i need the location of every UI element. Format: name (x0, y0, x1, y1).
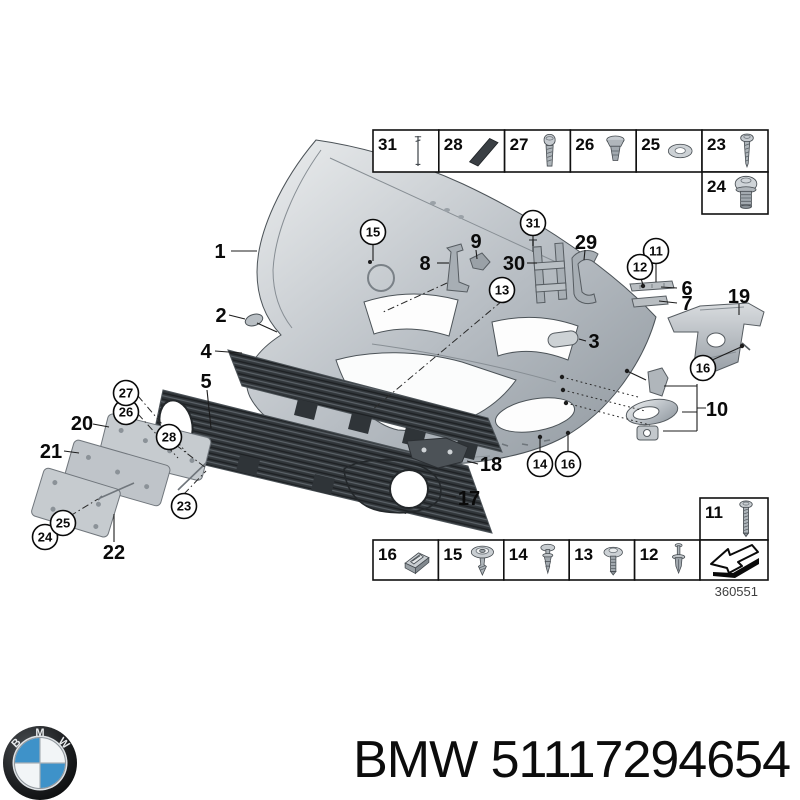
footer: BMW BMW 51117294654 (3, 726, 791, 800)
callout-22: 22 (103, 542, 125, 564)
svg-text:24: 24 (38, 530, 53, 545)
callout-13-circled: 13 (488, 276, 516, 304)
fog-trim-group-10 (625, 367, 679, 441)
kidney-opening-left (363, 293, 459, 337)
upper-grille (227, 349, 503, 460)
callout-10: 10 (706, 399, 728, 421)
table-cell-number: 14 (509, 545, 528, 564)
callout-24-circled: 24 (31, 523, 59, 551)
svg-text:31: 31 (526, 216, 540, 231)
logo-letter: M (35, 727, 44, 739)
callout-7: 7 (681, 293, 692, 315)
callout-20: 20 (71, 413, 93, 435)
callout-6: 6 (681, 278, 692, 300)
callout-8: 8 (419, 253, 430, 275)
callout-12-circled: 12 (626, 253, 654, 281)
table-cell-number: 27 (510, 135, 529, 154)
callout-28-circled: 28 (155, 423, 183, 451)
table-cell-number: 26 (575, 135, 594, 154)
callout-1: 1 (214, 241, 225, 263)
fastener-table-bottom: 16 15 14 13 12 11 360551 (372, 497, 769, 599)
bracket-8 (446, 243, 470, 293)
trim-strip-7 (631, 295, 669, 308)
bmw-roundel-quadrants (14, 737, 66, 789)
callout-18: 18 (480, 454, 502, 476)
sensor-hole (367, 264, 395, 292)
callout-23-circled: 23 (170, 492, 198, 520)
callout-3: 3 (588, 331, 599, 353)
bracket-29 (571, 250, 599, 305)
fog-grille-trim (343, 459, 442, 514)
svg-text:16: 16 (561, 457, 575, 472)
callout-27-circled: 27 (112, 379, 140, 407)
fog-bracket (406, 437, 469, 469)
svg-text:15: 15 (366, 225, 380, 240)
svg-text:12: 12 (633, 260, 647, 275)
callout-5: 5 (200, 371, 211, 393)
part-number-text: BMW 51117294654 (353, 731, 790, 789)
callout-31-circled: 31 (519, 209, 547, 237)
table-cell-number: 12 (640, 545, 659, 564)
plate-screw-25 (97, 482, 135, 501)
callout-14-circled: 14 (526, 450, 554, 478)
table-cell-number: 31 (378, 135, 397, 154)
leader-dots (368, 260, 745, 440)
table-cell-number: 16 (378, 545, 397, 564)
svg-text:13: 13 (495, 283, 509, 298)
callout-4: 4 (200, 341, 212, 363)
leader-lines (51, 231, 745, 542)
clip-9 (469, 252, 491, 271)
table-cell-number: 25 (641, 135, 660, 154)
plate-screw-23 (177, 462, 207, 491)
callout-2: 2 (215, 305, 226, 327)
svg-text:14: 14 (533, 457, 548, 472)
jet-cover-3 (547, 330, 579, 348)
svg-text:23: 23 (177, 499, 191, 514)
bmw-logo: BMW (3, 726, 77, 800)
svg-text:27: 27 (119, 386, 133, 401)
side-bracket-19 (667, 302, 765, 372)
fastener-table-top: 31 28 27 26 25 23 24 (372, 129, 769, 215)
table-cell-number: 24 (707, 177, 726, 196)
callout-30: 30 (503, 253, 525, 275)
table-cell-number: 15 (443, 545, 462, 564)
bumper-exploded-artwork (31, 139, 765, 538)
callout-19: 19 (728, 286, 750, 308)
callout-25-circled: 25 (49, 509, 77, 537)
callout-21: 21 (40, 441, 62, 463)
figure-number: 360551 (715, 584, 758, 599)
callout-11-circled: 11 (642, 237, 670, 265)
callout-layer: 1234567891017181920212229301112131415161… (31, 209, 750, 564)
callout-16-circled: 16 (554, 450, 582, 478)
callout-16-circled: 16 (689, 354, 717, 382)
tow-hook-cap (244, 313, 264, 327)
table-cell-number: 23 (707, 135, 726, 154)
table-cell-number: 28 (444, 135, 463, 154)
callout-26-circled: 26 (112, 398, 140, 426)
callout-17: 17 (458, 488, 480, 510)
svg-text:11: 11 (649, 244, 663, 259)
callout-15-circled: 15 (359, 218, 387, 246)
callout-29: 29 (575, 232, 597, 254)
svg-text:26: 26 (119, 405, 133, 420)
table-cell-number: 11 (705, 503, 723, 522)
washer-icon (667, 143, 693, 159)
table-cell-number: 13 (574, 545, 593, 564)
svg-text:16: 16 (696, 361, 710, 376)
callout-9: 9 (470, 231, 481, 253)
svg-text:28: 28 (162, 430, 176, 445)
bracket-30 (532, 242, 568, 304)
svg-text:25: 25 (56, 516, 70, 531)
fog-lamp-opening (495, 397, 575, 433)
trim-strip-6 (629, 280, 675, 292)
